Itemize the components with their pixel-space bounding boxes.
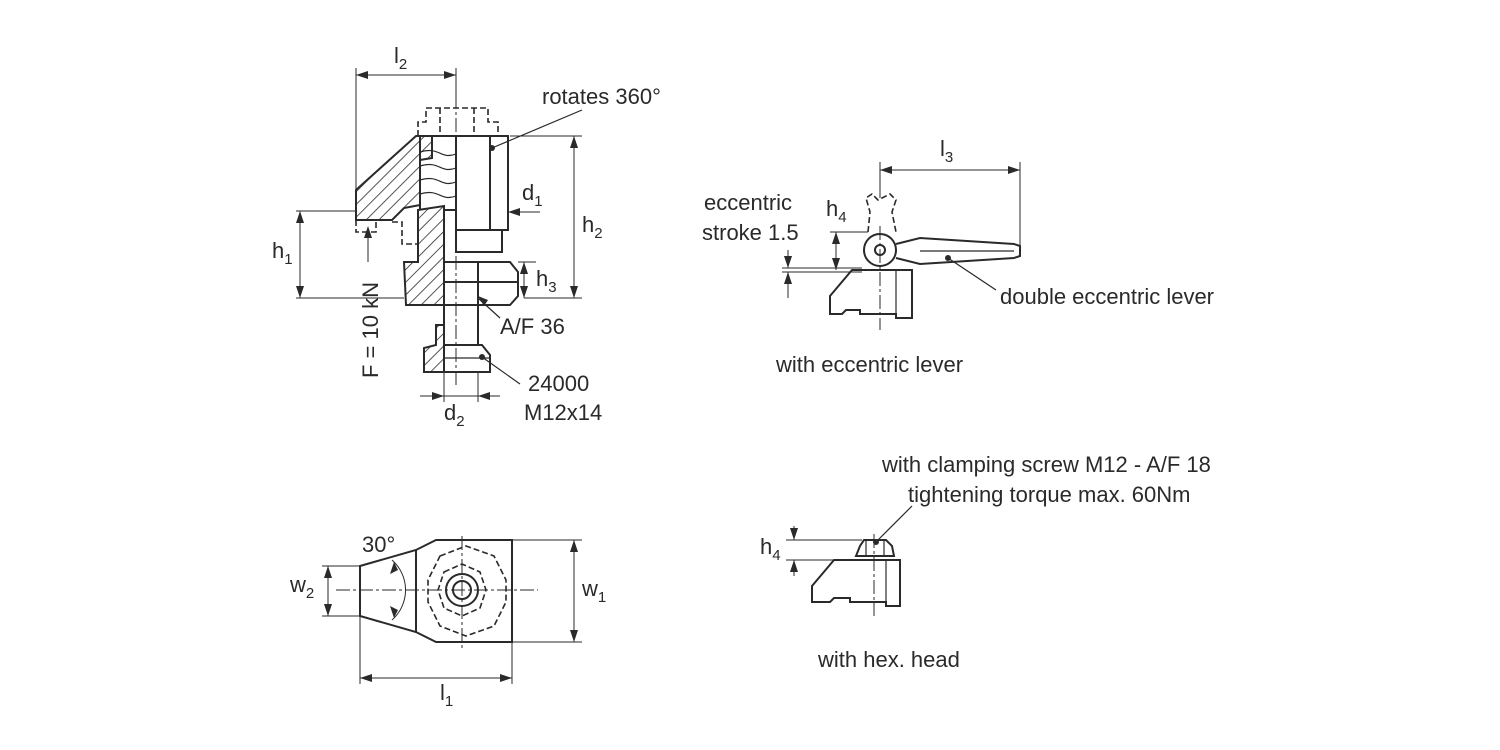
torque-note: tightening torque max. 60Nm bbox=[908, 482, 1191, 507]
d2-label: d2 bbox=[444, 400, 465, 430]
part-number-label: 24000 bbox=[528, 371, 589, 396]
d1-label: d1 bbox=[522, 180, 543, 210]
l2-label: l2 bbox=[394, 43, 407, 73]
eccentric-caption: with eccentric lever bbox=[775, 352, 963, 377]
w1-label: w1 bbox=[581, 576, 606, 606]
clamping-screw-note: with clamping screw M12 - A/F 18 bbox=[881, 452, 1211, 477]
w2-label: w2 bbox=[289, 572, 314, 602]
h1-label: h1 bbox=[272, 238, 293, 268]
hex-head-view: with clamping screw M12 - A/F 18 tighten… bbox=[760, 452, 1211, 672]
rotates-label: rotates 360° bbox=[542, 84, 661, 109]
force-label: F = 10 kN bbox=[358, 282, 383, 378]
eccentric-label-1: eccentric bbox=[704, 190, 792, 215]
h2-label: h2 bbox=[582, 212, 603, 242]
af36-label: A/F 36 bbox=[500, 314, 565, 339]
eccentric-lever-view: l3 double eccentric lever eccentric stro… bbox=[702, 136, 1214, 377]
top-view: 30° w2 w1 l1 bbox=[289, 532, 606, 710]
hex-caption: with hex. head bbox=[817, 647, 960, 672]
l1-label: l1 bbox=[440, 680, 453, 710]
side-section-view: l2 rotates 360° bbox=[272, 43, 661, 430]
h4-label-hex: h4 bbox=[760, 534, 781, 564]
angle-label: 30° bbox=[362, 532, 395, 557]
thread-label: M12x14 bbox=[524, 400, 602, 425]
lever-label: double eccentric lever bbox=[1000, 284, 1214, 309]
h4-label-eccentric: h4 bbox=[826, 196, 847, 226]
h3-label: h3 bbox=[536, 266, 557, 296]
l3-label: l3 bbox=[940, 136, 953, 166]
eccentric-label-2: stroke 1.5 bbox=[702, 220, 799, 245]
